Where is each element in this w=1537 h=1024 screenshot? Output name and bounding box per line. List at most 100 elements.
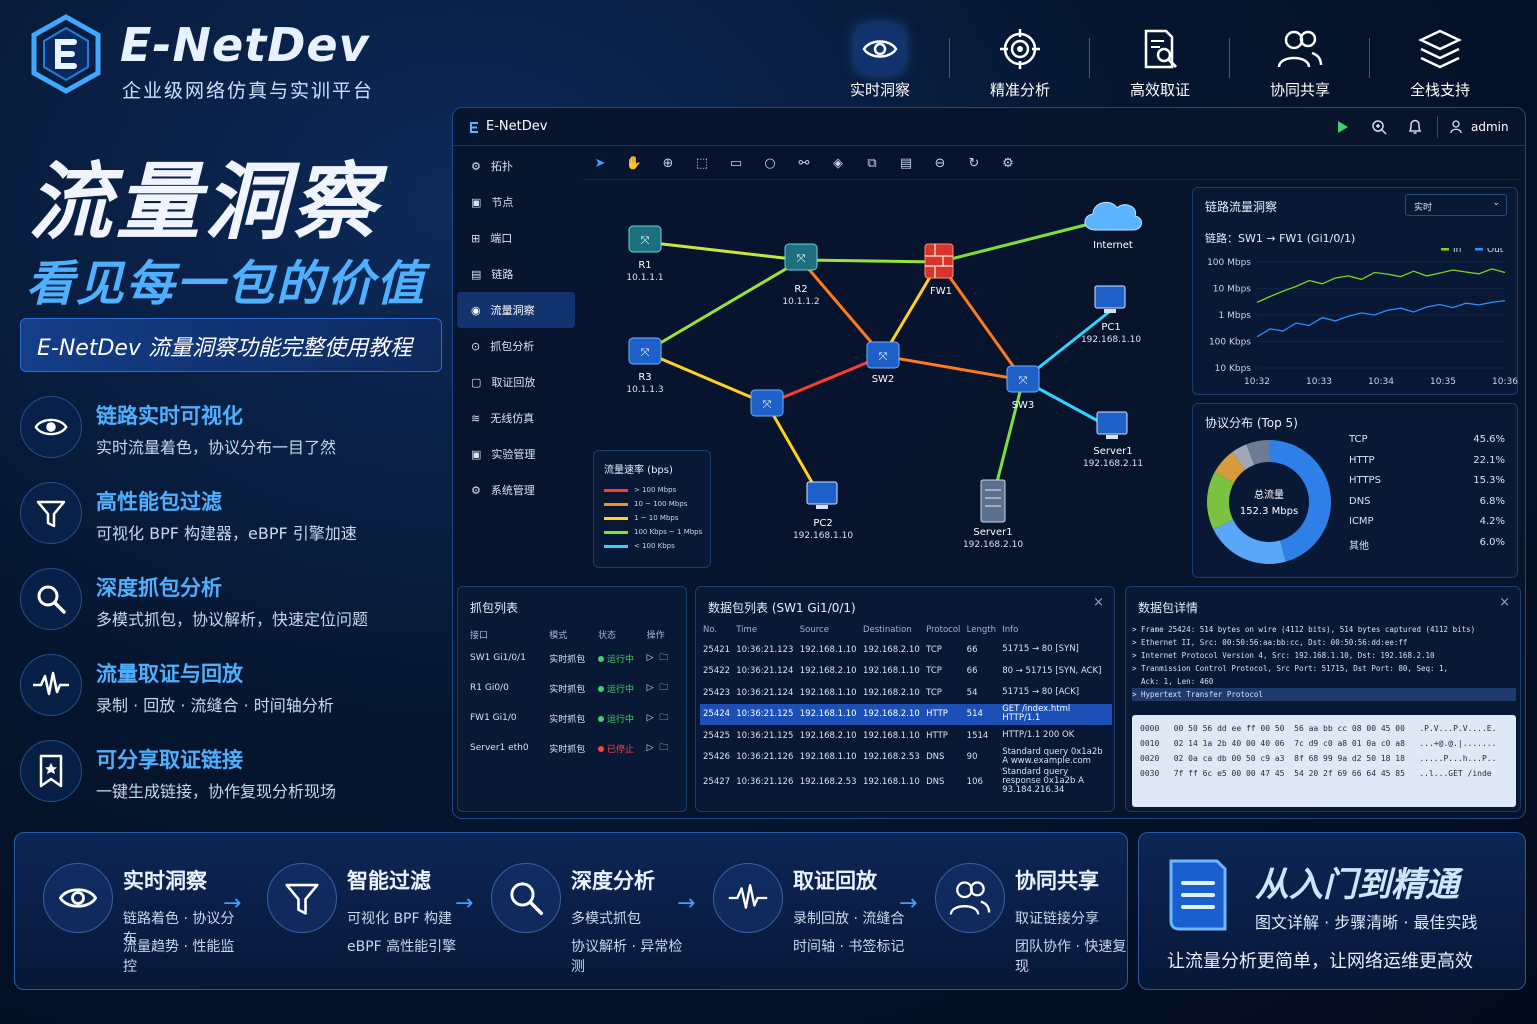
folder-icon[interactable]: 🗀 [659, 713, 669, 723]
settings-icon[interactable]: ⚙ [1002, 156, 1014, 171]
topnav-item-share[interactable]: 协同共享 [1230, 20, 1370, 100]
node-internet[interactable]: Internet [1084, 201, 1142, 251]
crosshair-icon[interactable]: ⊖ [934, 156, 946, 171]
node-server1-lower[interactable]: Server1 192.168.2.10 [963, 479, 1023, 550]
sidebar-item-replay[interactable]: ▢取证回放 [457, 364, 575, 400]
link-r2-fw1[interactable] [799, 258, 941, 264]
node-fw1[interactable]: FW1 [924, 243, 954, 297]
mode-select[interactable]: 实时⌄ [1405, 194, 1507, 216]
zoom-in-icon[interactable] [1371, 119, 1387, 135]
select-area-icon[interactable]: ⬚ [695, 156, 709, 171]
node-server1-upper[interactable]: Server1 192.168.2.11 [1083, 411, 1143, 469]
play-icon[interactable]: ▷ [646, 653, 654, 663]
link-fw1-internet[interactable] [937, 216, 1115, 264]
link-fw1-sw3[interactable] [937, 260, 1025, 382]
close-icon[interactable]: × [1499, 595, 1510, 610]
zoom-tool-icon[interactable]: ⊕ [662, 156, 674, 171]
sidebar-item-labs[interactable]: ▣实验管理 [457, 436, 575, 472]
refresh-icon[interactable]: ↻ [968, 156, 980, 171]
play-icon[interactable] [1335, 120, 1349, 134]
sidebar-item-nodes[interactable]: ▣节点 [457, 184, 575, 220]
link-sw2-sw3[interactable] [881, 354, 1025, 382]
close-icon[interactable]: × [1093, 595, 1104, 610]
node-r3[interactable]: ⤧ R3 10.1.1.3 [626, 337, 664, 395]
packet-tree-line[interactable]: > Tranmission Control Protocol, Src Port… [1132, 664, 1449, 673]
node-pc1[interactable]: PC1 192.168.1.10 [1081, 285, 1141, 345]
node-pc2[interactable]: PC2 192.168.1.10 [793, 481, 853, 541]
node-sw1[interactable]: ⤧ [750, 389, 784, 417]
donut-slice[interactable] [1231, 444, 1255, 470]
link-sw1-sw2[interactable] [765, 354, 885, 406]
donut-slice[interactable] [1213, 519, 1286, 564]
sidebar-item-topology[interactable]: ⚙拓扑 [457, 148, 575, 184]
column-header[interactable]: Source [799, 625, 829, 635]
connect-tool-icon[interactable]: ⚯ [798, 156, 810, 171]
link-sw3-server1b[interactable] [993, 378, 1025, 492]
packet-tree-line[interactable]: > Hypertext Transfer Protocol [1132, 688, 1516, 701]
topnav-item-realtime[interactable]: 实时洞察 [810, 20, 950, 100]
node-ip: 10.1.1.2 [782, 297, 819, 307]
node-sw2[interactable]: ⤧ SW2 [866, 341, 900, 385]
list-icon[interactable]: ▤ [899, 156, 913, 171]
topnav-item-analysis[interactable]: 精准分析 [950, 20, 1090, 100]
packet-tree-line[interactable]: > Internet Protocol Version 4, Src: 192.… [1132, 651, 1435, 660]
donut-slice[interactable] [1207, 472, 1234, 530]
column-header[interactable]: Time [736, 625, 758, 635]
node-tool-icon[interactable]: ◈ [833, 156, 843, 171]
column-header[interactable]: Protocol [926, 625, 961, 635]
packet-tree-line[interactable]: Ack: 1, Len: 460 [1132, 677, 1214, 686]
link-r3-sw1[interactable] [643, 350, 769, 406]
link-r3-r2[interactable] [643, 258, 803, 354]
sidebar-item-system[interactable]: ⚙系统管理 [457, 472, 575, 508]
topnav-item-fullstack[interactable]: 全栈支持 [1370, 20, 1510, 100]
sidebar-item-ports[interactable]: ⊞端口 [457, 220, 575, 256]
folder-icon[interactable]: 🗀 [659, 683, 669, 693]
user-name[interactable]: admin [1471, 120, 1509, 134]
sidebar-item-capture[interactable]: ⊙抓包分析 [457, 328, 575, 364]
play-icon[interactable]: ▷ [646, 683, 654, 693]
sidebar-item-traffic-insight[interactable]: ◉流量洞察 [457, 292, 575, 328]
packet-tree-line[interactable]: > Frame 25424: 514 bytes on wire (4112 b… [1132, 625, 1476, 634]
donut-slice[interactable] [1246, 440, 1269, 465]
column-header[interactable]: Length [966, 625, 996, 635]
donut-slice[interactable] [1269, 440, 1331, 562]
frame-icon[interactable]: ▭ [729, 156, 743, 171]
column-header[interactable]: Destination [862, 625, 912, 635]
node-r2[interactable]: ⤧ R2 10.1.1.2 [782, 243, 820, 307]
user-icon[interactable] [1450, 120, 1462, 134]
play-icon[interactable]: ▷ [646, 713, 654, 723]
node-r1[interactable]: ⤧ R1 10.1.1.1 [626, 225, 664, 283]
link-r2-sw2[interactable] [799, 258, 885, 358]
sidebar-item-wireless[interactable]: ≋无线仿真 [457, 400, 575, 436]
folder-icon[interactable]: 🗀 [659, 653, 669, 663]
search-tool-icon[interactable]: ○ [764, 156, 776, 171]
folder-icon[interactable]: 🗀 [659, 743, 669, 753]
bell-icon[interactable] [1408, 119, 1422, 135]
play-icon[interactable]: ▷ [646, 743, 654, 753]
column-header[interactable]: No. [703, 625, 718, 635]
donut-slice[interactable] [1214, 452, 1246, 483]
node-sw3[interactable]: ⤧ SW3 [1006, 365, 1040, 411]
column-header[interactable]: Info [1002, 625, 1019, 635]
sidebar-item-links[interactable]: ▤链路 [457, 256, 575, 292]
topnav-item-forensics[interactable]: 高效取证 [1090, 20, 1230, 100]
packet-tree-line[interactable]: > Ethernet II, Src: 00:50:56:aa:bb:cc, D… [1132, 638, 1408, 647]
workflow-step: 智能过滤 可视化 BPF 构建 eBPF 高性能引擎 [239, 833, 459, 991]
pointer-tool-icon[interactable]: ➤ [594, 156, 606, 171]
export-icon[interactable]: ⧉ [867, 156, 877, 171]
link-r1-r2[interactable] [643, 240, 803, 262]
hand-tool-icon[interactable]: ✋ [625, 156, 643, 171]
